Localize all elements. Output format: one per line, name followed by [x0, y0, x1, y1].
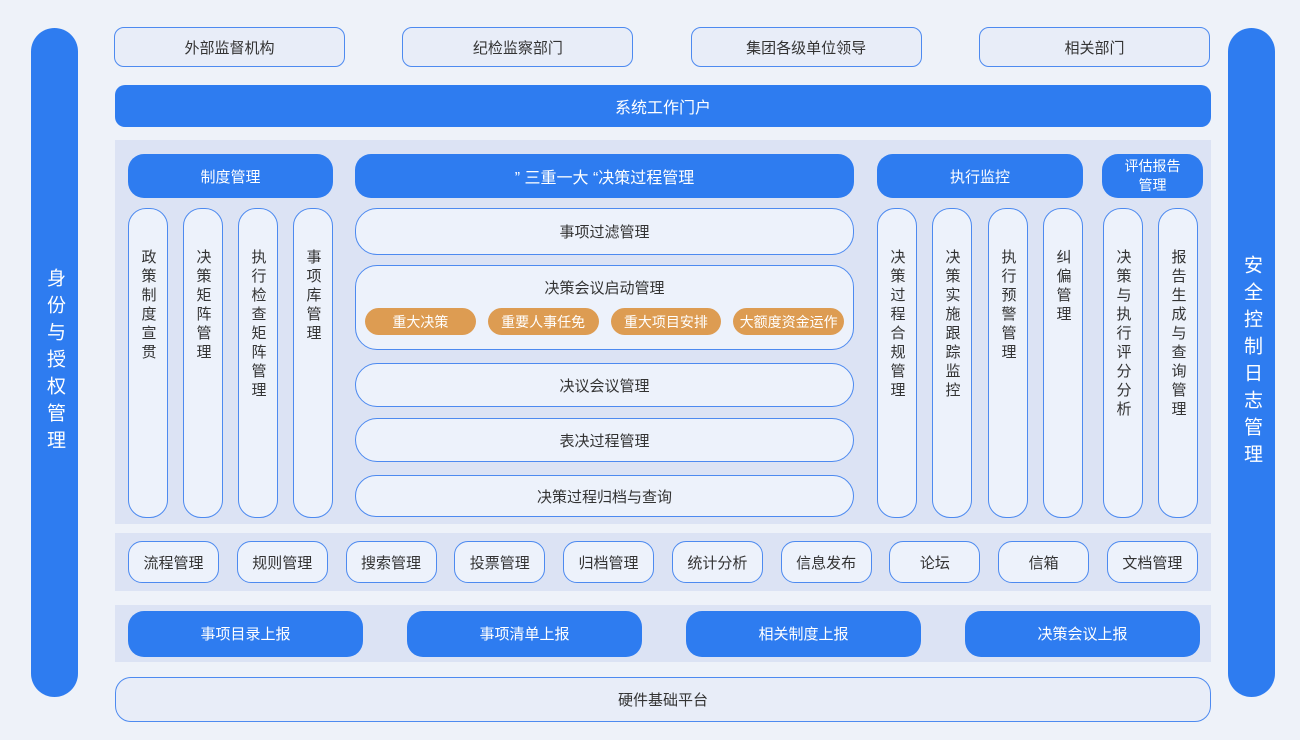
- tool-box-rule-mgmt: 规则管理: [236, 541, 328, 583]
- header-institution-mgmt: 制度管理: [128, 154, 333, 198]
- tool-box-mailbox: 信箱: [998, 541, 1090, 583]
- meeting-launch-title: 决策会议启动管理: [544, 280, 665, 297]
- tools-panel: 流程管理 规则管理 搜索管理 投票管理 归档管理 统计分析 信息发布 论坛 信箱…: [115, 533, 1211, 591]
- system-portal-bar: 系统工作门户: [115, 85, 1211, 127]
- org-box-discipline-inspection: 纪检监察部门: [402, 27, 634, 67]
- vertical-item-label: 决策与执行评分分析: [1114, 249, 1132, 420]
- org-box-group-leaders: 集团各级单位领导: [690, 27, 922, 67]
- report-button-related-institution: 相关制度上报: [686, 610, 921, 657]
- vertical-item-label: 事项库管理: [304, 249, 322, 344]
- vertical-item-label: 决策矩阵管理: [194, 249, 212, 363]
- process-row-meeting-launch: 决策会议启动管理 重大决策 重要人事任免 重大项目安排 大额度资金运作: [355, 265, 854, 350]
- pill-major-decision: 重大决策: [365, 308, 476, 335]
- vertical-item-label: 决策实施跟踪监控: [943, 249, 961, 401]
- vertical-item-warning-mgmt: 执行预警管理: [988, 208, 1028, 518]
- vertical-item-report-generation: 报告生成与查询管理: [1158, 208, 1198, 518]
- header-execution-monitor: 执行监控: [877, 154, 1083, 198]
- report-button-matter-catalog: 事项目录上报: [128, 610, 363, 657]
- tool-box-vote-mgmt: 投票管理: [454, 541, 546, 583]
- vertical-item-matter-library: 事项库管理: [293, 208, 333, 518]
- tool-box-info-publish: 信息发布: [780, 541, 872, 583]
- vertical-item-label: 报告生成与查询管理: [1169, 249, 1187, 420]
- security-log-label: 安全控制日志管理: [1241, 254, 1262, 471]
- vertical-item-label: 执行预警管理: [999, 249, 1017, 363]
- pill-major-project: 重大项目安排: [610, 308, 722, 335]
- vertical-item-compliance-mgmt: 决策过程合规管理: [877, 208, 917, 518]
- vertical-item-label: 政策制度宣贯: [139, 249, 157, 363]
- report-button-decision-meeting: 决策会议上报: [965, 610, 1200, 657]
- identity-auth-label: 身份与授权管理: [44, 268, 65, 457]
- identity-auth-sidebar: 身份与授权管理: [31, 28, 78, 697]
- vertical-item-policy-promotion: 政策制度宣贯: [128, 208, 168, 518]
- vertical-item-score-analysis: 决策与执行评分分析: [1103, 208, 1143, 518]
- tool-box-statistics: 统计分析: [671, 541, 763, 583]
- process-row-archive-query: 决策过程归档与查询: [355, 475, 854, 517]
- vertical-item-correction-mgmt: 纠偏管理: [1043, 208, 1083, 518]
- tool-box-search-mgmt: 搜索管理: [345, 541, 437, 583]
- report-button-matter-list: 事项清单上报: [407, 610, 642, 657]
- vertical-item-label: 决策过程合规管理: [888, 249, 906, 401]
- pill-personnel-appointment: 重要人事任免: [487, 308, 599, 335]
- main-modules-panel: 制度管理 ” 三重一大 “决策过程管理 执行监控 评估报告管理 政策制度宣贯 决…: [115, 140, 1211, 524]
- security-log-sidebar: 安全控制日志管理: [1228, 28, 1275, 697]
- vertical-item-label: 纠偏管理: [1054, 249, 1072, 325]
- process-row-voting-process: 表决过程管理: [355, 418, 854, 462]
- process-row-matter-filter: 事项过滤管理: [355, 208, 854, 255]
- vertical-item-exec-check-matrix: 执行检查矩阵管理: [238, 208, 278, 518]
- decision-type-pill-row: 重大决策 重要人事任免 重大项目安排 大额度资金运作: [356, 308, 853, 335]
- tool-box-archive-mgmt: 归档管理: [563, 541, 655, 583]
- org-box-external-supervision: 外部监督机构: [114, 27, 345, 67]
- process-row-resolution-meeting: 决议会议管理: [355, 363, 854, 407]
- org-box-related-departments: 相关部门: [978, 27, 1210, 67]
- vertical-item-decision-matrix: 决策矩阵管理: [183, 208, 223, 518]
- vertical-item-implementation-tracking: 决策实施跟踪监控: [932, 208, 972, 518]
- header-decision-process: ” 三重一大 “决策过程管理: [355, 154, 854, 198]
- tool-box-process-mgmt: 流程管理: [128, 541, 219, 583]
- vertical-item-label: 执行检查矩阵管理: [249, 249, 267, 401]
- organization-row: 外部监督机构 纪检监察部门 集团各级单位领导 相关部门: [114, 27, 1210, 67]
- header-report-mgmt: 评估报告管理: [1102, 154, 1203, 198]
- hardware-platform-bar: 硬件基础平台: [115, 677, 1211, 722]
- pill-large-funds: 大额度资金运作: [733, 308, 844, 335]
- reporting-panel: 事项目录上报 事项清单上报 相关制度上报 决策会议上报: [115, 605, 1211, 662]
- tool-box-forum: 论坛: [889, 541, 981, 583]
- tool-box-document-mgmt: 文档管理: [1106, 541, 1198, 583]
